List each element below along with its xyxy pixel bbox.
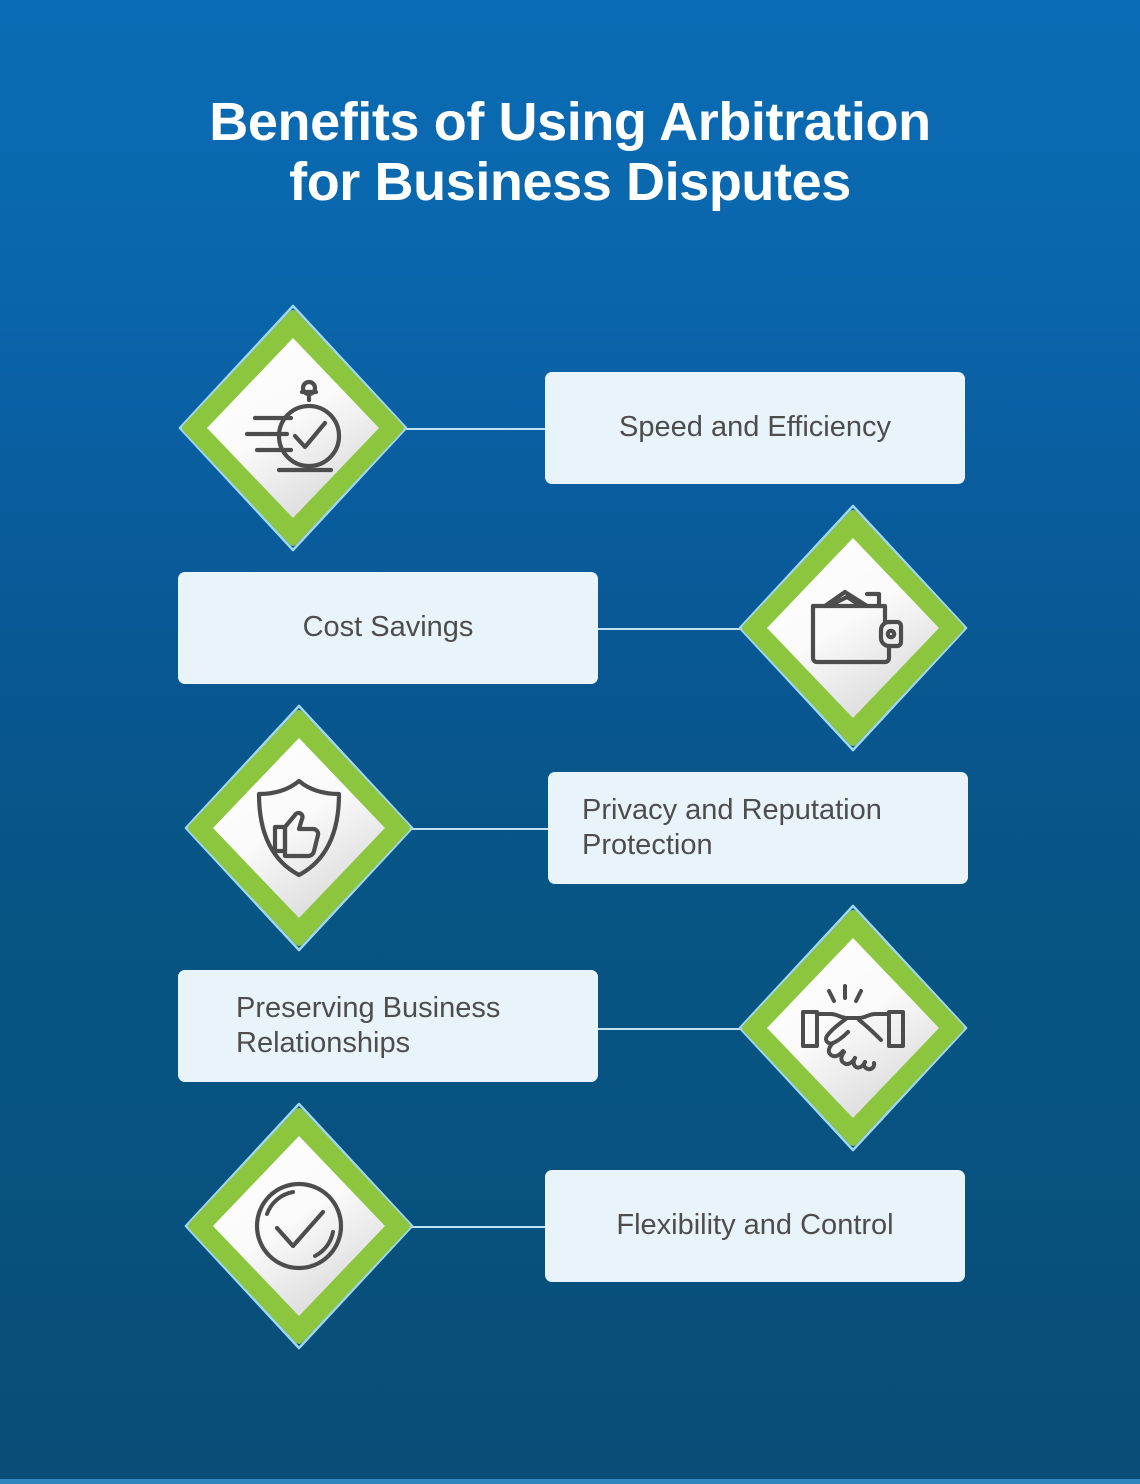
diamond-outline-5 <box>179 1099 419 1353</box>
diamond-outline-1 <box>173 301 413 555</box>
benefit-row-4: Preserving Business Relationships <box>0 910 1140 1150</box>
diamond-badge-5[interactable] <box>188 1108 410 1344</box>
benefit-label-2-text: Cost Savings <box>302 611 474 644</box>
shield-thumbs-up-icon <box>188 710 410 946</box>
benefit-label-3-line-2: Protection <box>582 829 713 861</box>
diamond-badge-2[interactable] <box>742 510 964 746</box>
connector-line-4 <box>590 1028 742 1030</box>
diamond-badge-3[interactable] <box>188 710 410 946</box>
benefit-label-1-text: Speed and Efficiency <box>619 411 891 444</box>
benefit-label-1[interactable]: Speed and Efficiency <box>545 372 965 484</box>
benefit-label-4-text: Preserving Business Relationships <box>236 991 500 1062</box>
diamond-badge-1[interactable] <box>182 310 404 546</box>
diamond-outline-3 <box>179 701 419 955</box>
title-line-1: Benefits of Using Arbitration <box>209 92 931 152</box>
diamond-body-1 <box>182 310 404 546</box>
benefit-label-2[interactable]: Cost Savings <box>178 572 598 684</box>
diamond-body-4 <box>742 910 964 1146</box>
connector-line-3 <box>404 828 552 830</box>
circle-check-icon <box>188 1108 410 1344</box>
diamond-body-2 <box>742 510 964 746</box>
diamond-outline-4 <box>733 901 973 1155</box>
handshake-icon <box>742 910 964 1146</box>
benefit-label-5-text: Flexibility and Control <box>616 1209 894 1242</box>
benefit-row-1: Speed and Efficiency <box>0 310 1140 550</box>
wallet-icon <box>742 510 964 746</box>
bottom-edge-strip <box>0 1479 1140 1484</box>
benefit-row-5: Flexibility and Control <box>0 1108 1140 1348</box>
page-title: Benefits of Using Arbitration for Busine… <box>0 92 1140 213</box>
title-line-2: for Business Disputes <box>289 152 851 213</box>
connector-line-1 <box>404 428 554 430</box>
benefit-label-4-line-2: Relationships <box>236 1027 411 1059</box>
diamond-outline-2 <box>733 501 973 755</box>
benefit-label-3-line-1: Privacy and Reputation <box>582 793 882 826</box>
benefit-label-3[interactable]: Privacy and Reputation Protection <box>548 772 968 884</box>
benefit-label-5[interactable]: Flexibility and Control <box>545 1170 965 1282</box>
benefit-label-4[interactable]: Preserving Business Relationships <box>178 970 598 1082</box>
benefit-label-3-text: Privacy and Reputation Protection <box>582 793 882 864</box>
benefit-row-2: Cost Savings <box>0 510 1140 750</box>
diamond-badge-4[interactable] <box>742 910 964 1146</box>
benefit-label-4-line-1: Preserving Business <box>236 991 501 1024</box>
connector-line-2 <box>590 628 742 630</box>
diamond-body-5 <box>188 1108 410 1344</box>
stopwatch-speed-icon <box>182 310 404 546</box>
connector-line-5 <box>404 1226 552 1228</box>
benefit-row-3: Privacy and Reputation Protection <box>0 710 1140 950</box>
